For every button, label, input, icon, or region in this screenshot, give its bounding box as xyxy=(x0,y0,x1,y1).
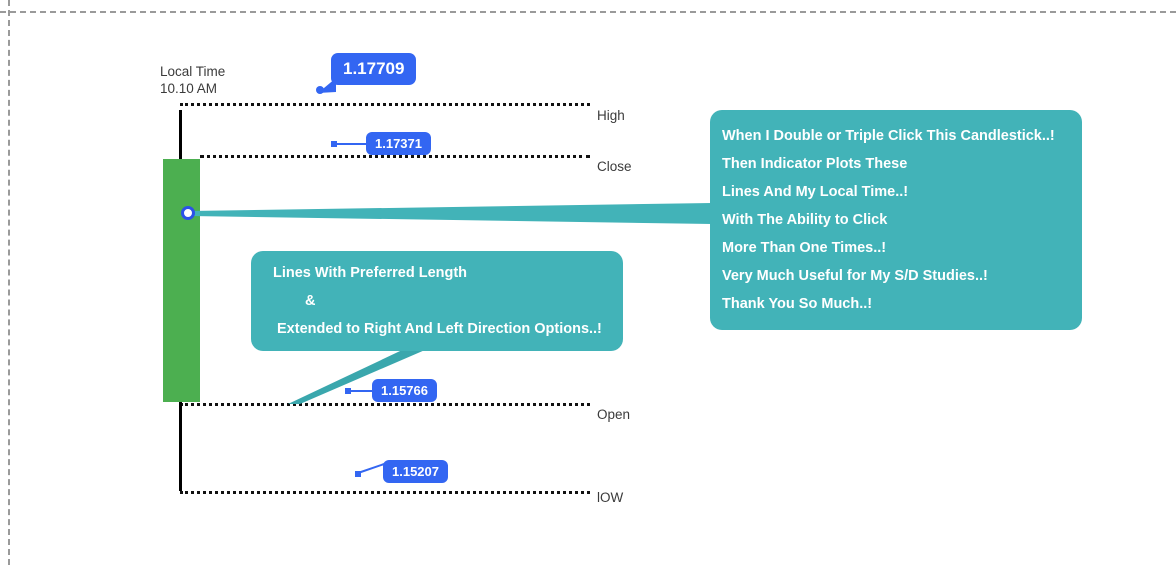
level-label-low: lOW xyxy=(597,490,624,505)
callout-left-line-2: & xyxy=(305,293,316,309)
price-level-open xyxy=(180,403,590,406)
callout-left[interactable]: Lines With Preferred Length & Extended t… xyxy=(251,251,623,351)
price-badge-close-anchor xyxy=(331,141,337,147)
callout-right-line-6: Very Much Useful for My S/D Studies..! xyxy=(722,268,988,284)
price-badge-high[interactable]: 1.17709 xyxy=(331,53,417,85)
callout-left-line-1: Lines With Preferred Length xyxy=(273,265,468,281)
level-label-open: Open xyxy=(597,407,631,422)
callout-right-line-1: When I Double or Triple Click This Candl… xyxy=(722,128,1055,144)
level-label-close: Close xyxy=(597,159,632,174)
page-guide-top xyxy=(0,11,1176,13)
callout-right-line-5: More Than One Times..! xyxy=(722,240,887,256)
price-badge-low-anchor xyxy=(355,471,361,477)
local-time-label: Local Time 10.10 AM xyxy=(160,64,226,96)
price-badge-low[interactable]: 1.15207 xyxy=(383,460,448,483)
price-badge-open-leader xyxy=(350,390,374,392)
price-badge-close-leader xyxy=(336,143,368,145)
price-badge-close[interactable]: 1.17371 xyxy=(366,132,431,155)
price-level-close xyxy=(200,155,590,158)
candlestick-body[interactable] xyxy=(163,159,200,402)
price-badge-open[interactable]: 1.15766 xyxy=(372,379,437,402)
callout-right-line-7: Thank You So Much..! xyxy=(722,296,873,312)
close-price-marker[interactable] xyxy=(181,206,195,220)
price-level-low xyxy=(180,491,590,494)
callout-left-line-3: Extended to Right And Left Direction Opt… xyxy=(277,321,602,337)
level-label-high: High xyxy=(597,108,625,123)
callout-right[interactable]: When I Double or Triple Click This Candl… xyxy=(710,110,1082,330)
callout-right-line-2: Then Indicator Plots These xyxy=(722,156,908,172)
callout-right-line-4: With The Ability to Click xyxy=(722,212,888,228)
callout-right-line-3: Lines And My Local Time..! xyxy=(722,184,909,200)
page-guide-left xyxy=(8,0,10,565)
price-level-high xyxy=(180,103,590,106)
